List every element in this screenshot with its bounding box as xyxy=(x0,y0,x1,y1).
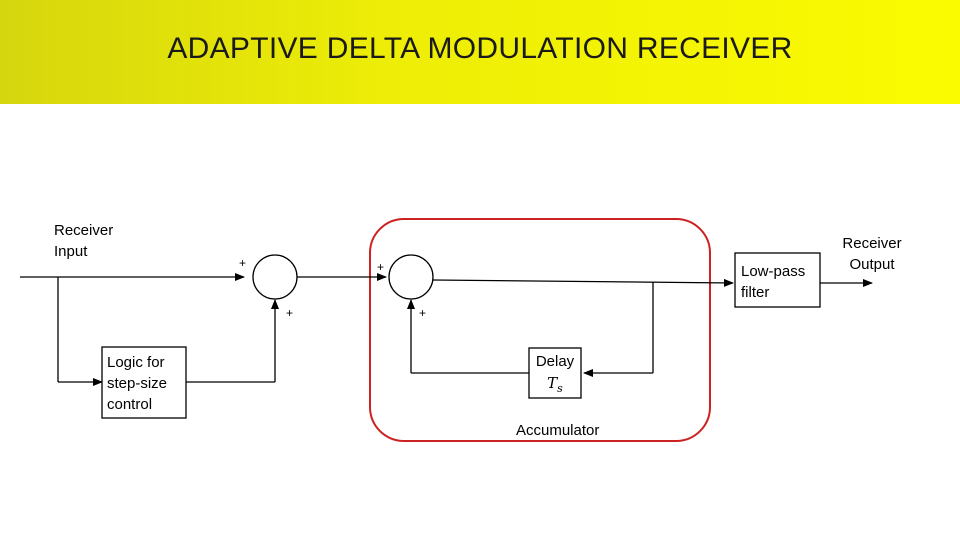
accumulator-box xyxy=(369,218,711,442)
summer-1 xyxy=(252,254,298,300)
summer2-bottom-sign: + xyxy=(419,306,427,320)
delay-box xyxy=(528,347,582,399)
receiver-input-label: Receiver Input xyxy=(54,222,114,260)
accumulator-label: Accumulator xyxy=(516,422,600,439)
title-bar xyxy=(0,0,960,104)
delay-label: Delay xyxy=(535,353,575,370)
page-title: ADAPTIVE DELTA MODULATION RECEIVER xyxy=(167,32,793,65)
summer1-bottom-sign: + xyxy=(286,306,294,320)
summer2-to-lpf-line xyxy=(432,278,734,287)
receiver-output-label: Receiver Output xyxy=(842,235,902,273)
delay-ts-subscript: s xyxy=(557,382,563,395)
summer-2 xyxy=(388,254,434,300)
summer2-left-sign: + xyxy=(377,260,385,274)
summer1-left-sign: + xyxy=(239,256,247,270)
low-pass-filter-label: Low-pass filter xyxy=(741,263,806,301)
delay-ts-label: Ts xyxy=(547,374,563,395)
low-pass-filter-box xyxy=(734,252,821,308)
logic-step-size-label: Logic for step-size control xyxy=(107,354,168,413)
